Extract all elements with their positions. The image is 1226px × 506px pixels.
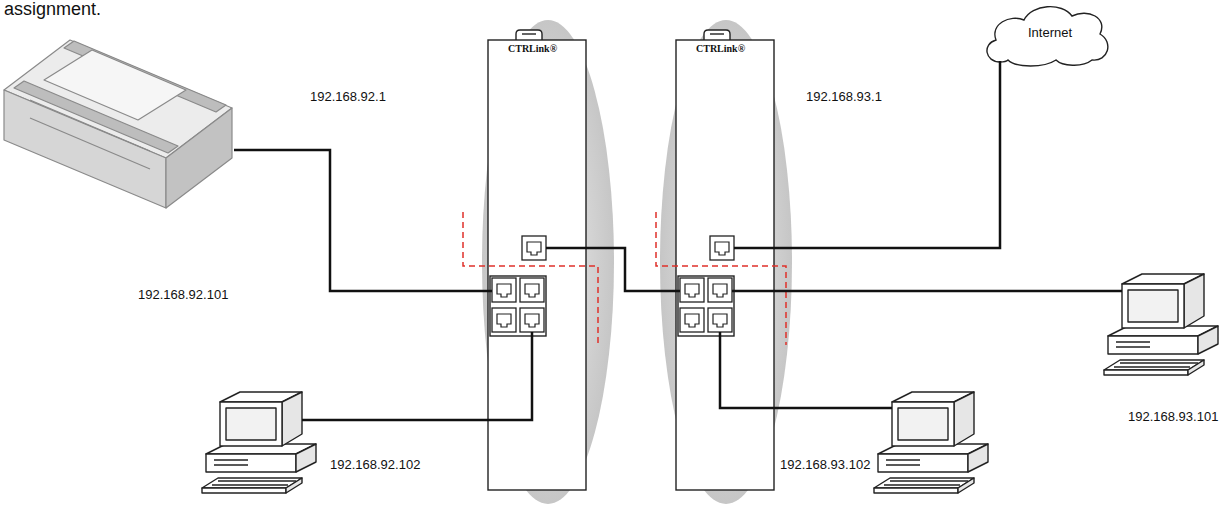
plc-module-part [30, 118, 150, 169]
cable-stub-part [302, 419, 320, 422]
brand-label: CTRLink® [696, 43, 745, 54]
firewall-boundary-part [463, 212, 598, 345]
pc-icon [202, 392, 316, 493]
zone-ellipse [482, 20, 614, 504]
caption-fragment: assignment. [4, 0, 101, 20]
ip-address: 192.168.93.102 [780, 458, 870, 472]
network-cable [774, 68, 1000, 248]
network-cable [320, 419, 488, 422]
cable-stub-part [732, 290, 774, 293]
network-cable [774, 407, 870, 410]
pc-icon [1104, 274, 1218, 375]
router-device: CTRLink®192.168.93.1 [676, 30, 774, 490]
network-cable [586, 248, 676, 291]
firewall-boundary [463, 212, 786, 345]
router-device [488, 30, 586, 490]
ip-address: 192.168.92.102 [330, 458, 420, 472]
ip-address: 192.168.93.1 [806, 90, 882, 104]
cable-stub-part [488, 290, 492, 293]
ip-address: 192.168.93.101 [1128, 410, 1218, 424]
cable-stub-part [546, 247, 586, 250]
plc-module [4, 40, 232, 208]
pc-device: 192.168.93.102 [870, 388, 992, 500]
ip-address: 192.168.92.1 [310, 90, 386, 104]
cable-stub-part [676, 290, 680, 293]
firewall-boundary-part [656, 212, 786, 345]
cloud-label: Internet [988, 26, 1112, 40]
cable-stub-part [488, 332, 532, 420]
network-cable [774, 290, 1100, 293]
pc-device: 192.168.92.102 [198, 388, 320, 500]
plc-module-part [44, 50, 186, 120]
cable-stub-part [870, 407, 892, 410]
network-cable [234, 150, 488, 291]
router-device: CTRLink®192.168.92.1 [488, 30, 586, 490]
plc-module-part [166, 108, 232, 208]
cable-stub-part [999, 61, 1002, 68]
cable-stub-part [720, 332, 774, 408]
cable-stub [302, 61, 1122, 420]
router-device [676, 30, 774, 490]
internet-cloud: Internet [988, 2, 1112, 68]
pc-device: 192.168.93.101 [1100, 270, 1222, 382]
cable-stub-part [734, 247, 774, 250]
cable-stub-part [1100, 290, 1122, 293]
plc-device: 192.168.92.101 [2, 30, 234, 210]
brand-label: CTRLink® [508, 43, 557, 54]
zone-ellipse [660, 20, 792, 504]
ip-address: 192.168.92.101 [138, 288, 228, 302]
